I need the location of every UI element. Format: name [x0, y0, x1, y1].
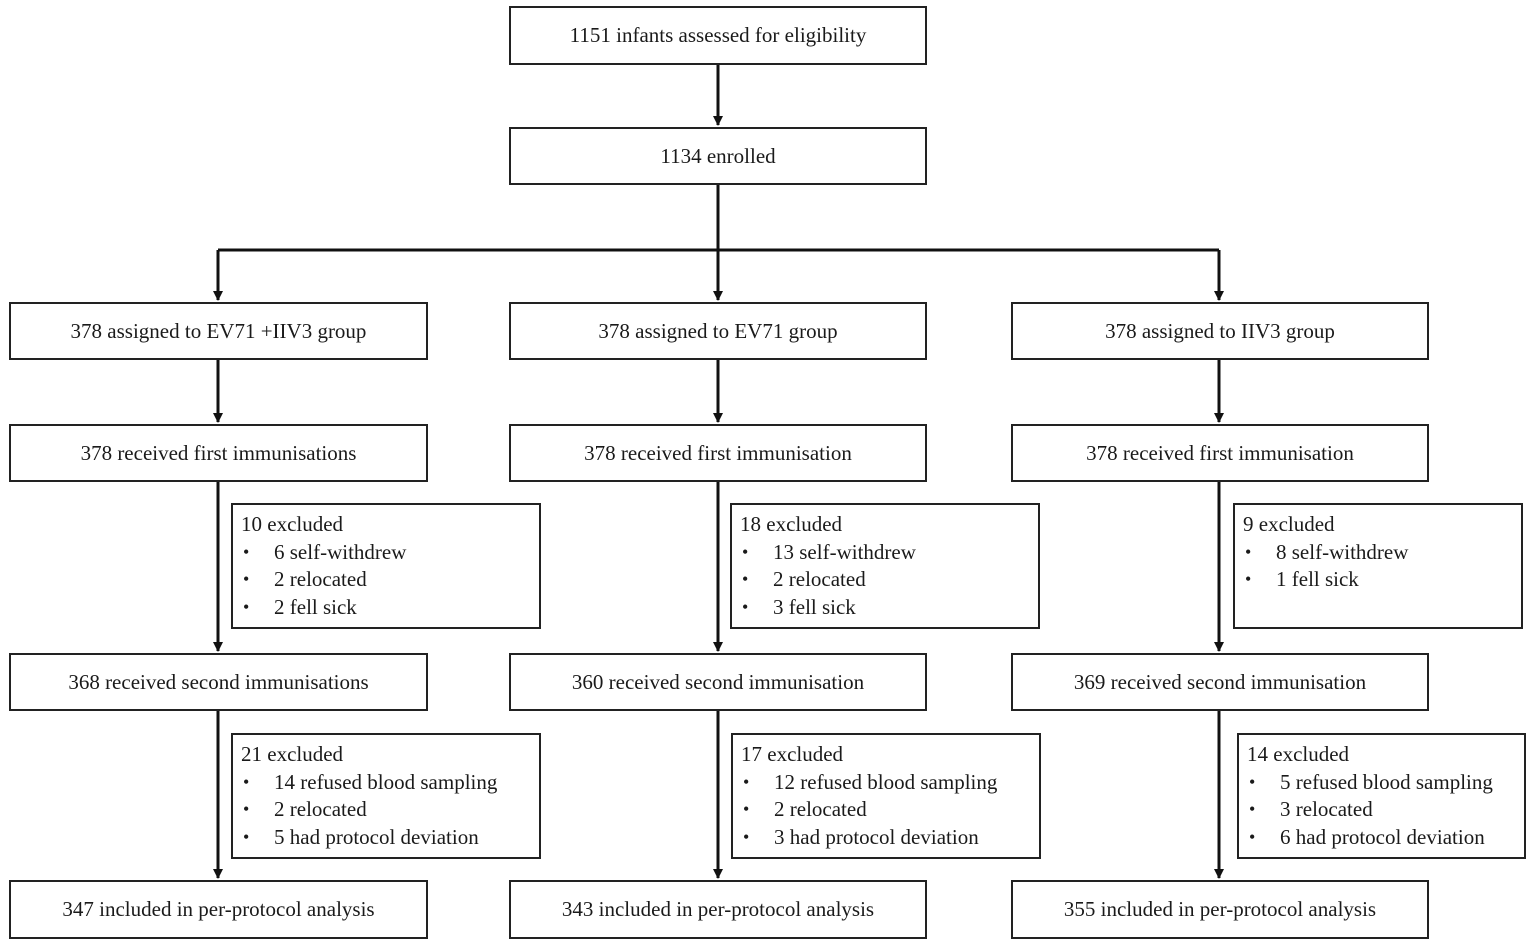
excluded-item: 2 relocated [241, 796, 531, 824]
group2-first-immunisation-box: 378 received first immunisation [509, 424, 927, 482]
excluded-title: 18 excluded [740, 512, 843, 536]
excluded-item: 5 had protocol deviation [241, 824, 531, 852]
excluded-title: 9 excluded [1243, 512, 1335, 536]
excluded-item: 6 self-withdrew [241, 539, 531, 567]
group1-assigned-box: 378 assigned to EV71 +IIV3 group [9, 302, 428, 360]
group3-analysis-box: 355 included in per-protocol analysis [1011, 880, 1429, 939]
group2-second-immunisation-box: 360 received second immunisation [509, 653, 927, 711]
group3-excluded-first-box: 9 excluded 8 self-withdrew 1 fell sick [1233, 503, 1523, 629]
group1-excluded-second-box: 21 excluded 14 refused blood sampling 2 … [231, 733, 541, 859]
group2-analysis-box: 343 included in per-protocol analysis [509, 880, 927, 939]
group3-first-immunisation-box: 378 received first immunisation [1011, 424, 1429, 482]
excluded-item: 14 refused blood sampling [241, 769, 531, 797]
excluded-item: 5 refused blood sampling [1247, 769, 1516, 797]
excluded-item: 1 fell sick [1243, 566, 1513, 594]
excluded-item: 2 relocated [241, 566, 531, 594]
excluded-item: 2 fell sick [241, 594, 531, 622]
excluded-item: 2 relocated [740, 566, 1030, 594]
excluded-title: 14 excluded [1247, 742, 1350, 766]
excluded-item: 3 had protocol deviation [741, 824, 1031, 852]
excluded-item: 2 relocated [741, 796, 1031, 824]
group1-excluded-first-box: 10 excluded 6 self-withdrew 2 relocated … [231, 503, 541, 629]
excluded-title: 21 excluded [241, 742, 344, 766]
excluded-title: 17 excluded [741, 742, 844, 766]
group2-excluded-second-box: 17 excluded 12 refused blood sampling 2 … [731, 733, 1041, 859]
group1-second-immunisation-box: 368 received second immunisations [9, 653, 428, 711]
group2-assigned-box: 378 assigned to EV71 group [509, 302, 927, 360]
assessed-box: 1151 infants assessed for eligibility [509, 6, 927, 65]
excluded-item: 3 relocated [1247, 796, 1516, 824]
excluded-item: 3 fell sick [740, 594, 1030, 622]
excluded-item: 8 self-withdrew [1243, 539, 1513, 567]
excluded-item: 6 had protocol deviation [1247, 824, 1516, 852]
group1-analysis-box: 347 included in per-protocol analysis [9, 880, 428, 939]
group2-excluded-first-box: 18 excluded 13 self-withdrew 2 relocated… [730, 503, 1040, 629]
excluded-title: 10 excluded [241, 512, 344, 536]
excluded-item: 13 self-withdrew [740, 539, 1030, 567]
group3-second-immunisation-box: 369 received second immunisation [1011, 653, 1429, 711]
enrolled-box: 1134 enrolled [509, 127, 927, 185]
excluded-item: 12 refused blood sampling [741, 769, 1031, 797]
group3-assigned-box: 378 assigned to IIV3 group [1011, 302, 1429, 360]
group1-first-immunisation-box: 378 received first immunisations [9, 424, 428, 482]
group3-excluded-second-box: 14 excluded 5 refused blood sampling 3 r… [1237, 733, 1526, 859]
